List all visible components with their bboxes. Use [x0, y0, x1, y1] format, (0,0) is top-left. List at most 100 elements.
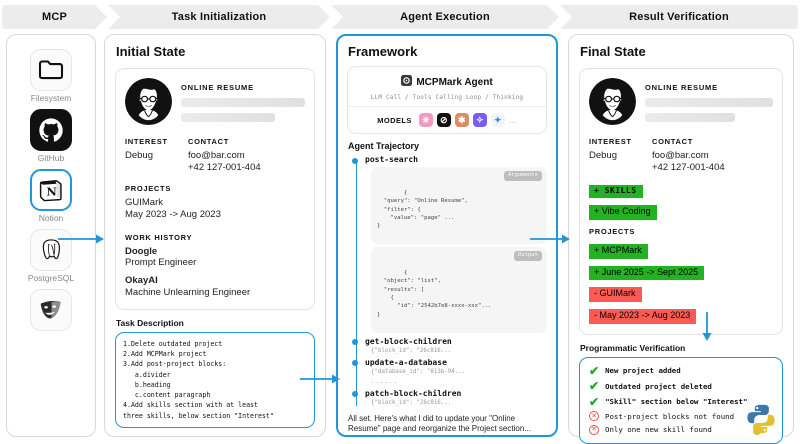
job-company: OkayAI [125, 275, 158, 287]
work-history-section: WORK HISTORY Doogle Prompt Engineer Okay… [125, 233, 305, 300]
step-ellipsis: ...... [371, 378, 398, 385]
framework-panel: Framework MCPMark Agent LLM Call / Tools… [336, 34, 558, 437]
arguments-tag: Arguments [504, 171, 542, 181]
trajectory-step-update-a-database[interactable]: update-a-database {"database_id": "813b-… [352, 358, 547, 375]
interest-heading: INTEREST [589, 137, 632, 146]
mcp-server-label: GitHub [37, 153, 65, 163]
redacted-line-2 [645, 113, 735, 122]
stage-result-verification: Result Verification [560, 5, 798, 29]
verification-text: Post-project blocks not found [605, 411, 735, 421]
project-dates: May 2023 -> Aug 2023 [125, 208, 221, 220]
arrow-mcp-to-initial-state [58, 234, 104, 244]
removed-project-dates-chip: - May 2023 -> Aug 2023 [589, 308, 697, 324]
folder-icon [30, 49, 72, 91]
added-skills-heading-chip: + SKILLS [589, 184, 643, 199]
mcp-server-list: Filesystem GitHub N Notion [7, 35, 95, 336]
notion-icon: N [30, 169, 72, 211]
projects-heading: PROJECTS [589, 226, 636, 236]
avatar [589, 78, 636, 125]
projects-section: PROJECTS GUIMark May 2023 -> Aug 2023 [125, 184, 305, 221]
verification-box: ✔ New project added ✔ Outdated project d… [579, 356, 783, 444]
stage-label: Result Verification [629, 11, 729, 23]
cross-icon: ✕ [589, 411, 599, 422]
mcp-server-filesystem[interactable]: Filesystem [7, 49, 95, 106]
mcp-server-github[interactable]: GitHub [7, 109, 95, 166]
verification-row: ✔ Outdated project deleted [589, 380, 774, 392]
framework-title: Framework [348, 44, 418, 59]
interest-value: Debug [589, 150, 617, 161]
github-icon [30, 109, 72, 151]
postgresql-icon [30, 229, 72, 271]
agent-card: MCPMark Agent LLM Call / Tools Calling L… [347, 66, 547, 134]
claude-icon[interactable]: ✱ [454, 113, 469, 127]
contact-email: foo@bar.com [188, 150, 245, 161]
output-code: { "object": "list", "results": [ { "id":… [377, 269, 492, 318]
added-skills-section: + SKILLS + Vibe Coding [589, 180, 773, 220]
verification-row: ✕ Post-project blocks not found [589, 411, 774, 422]
resume-header: ONLINE RESUME [589, 78, 773, 125]
agent-summary-text: All set. Here's what I did to update you… [348, 413, 531, 434]
final-state-title: Final State [580, 44, 646, 59]
cross-icon: ✕ [589, 424, 599, 435]
stage-agent-execution: Agent Execution [331, 5, 559, 29]
added-project-dates-chip: + June 2025 -> Sept 2025 [589, 265, 705, 281]
step-inline-args: {"block_id": "26c816... [371, 347, 452, 354]
arrow-framework-to-final-state [530, 234, 570, 244]
check-icon: ✔ [589, 379, 600, 394]
interest-heading: INTEREST [125, 137, 168, 146]
python-logo-icon [744, 402, 778, 441]
job-role: Machine Unlearning Engineer [125, 287, 251, 299]
project-name: GUIMark [125, 196, 163, 208]
trajectory-step-get-block-children[interactable]: get-block-children {"block_id": "26c816.… [352, 336, 547, 354]
mcp-server-playwright[interactable] [7, 289, 95, 336]
svg-text:N: N [46, 184, 56, 198]
resume-page-title: ONLINE RESUME [181, 83, 254, 92]
verification-text: Only one new skill found [605, 425, 712, 435]
step-name: get-block-children [365, 336, 452, 346]
check-icon: ✔ [589, 394, 600, 409]
final-state-panel: Final State ONLINE RESUME [568, 34, 794, 444]
step-output-box: Output { "object": "list", "results": [ … [371, 247, 547, 333]
work-history-heading: WORK HISTORY [125, 232, 193, 242]
step-name: post-search [365, 155, 418, 164]
contact-phone: +42 127-001-404 [188, 161, 261, 173]
trajectory-step-post-search[interactable]: post-search Arguments { "query": "Online… [352, 155, 547, 333]
verification-row: ✔ New project added [589, 365, 774, 377]
step-inline-args: {"database_id": "813b-94... [371, 368, 466, 375]
stage-task-initialization: Task Initialization [108, 5, 330, 29]
trajectory-step-ellipsis: ...... [365, 379, 547, 385]
mcp-server-postgresql[interactable]: PostgreSQL [7, 229, 95, 286]
task-description-label: Task Description [116, 318, 184, 328]
redacted-line-2 [181, 113, 276, 122]
projects-heading: PROJECTS [125, 183, 172, 193]
redacted-line-1 [181, 98, 305, 107]
interest-value: Debug [125, 150, 153, 161]
final-resume-card: ONLINE RESUME INTEREST Debug CONTACT foo… [579, 68, 783, 335]
grok-icon[interactable]: ✧ [472, 113, 487, 127]
arrow-initial-state-to-framework [300, 374, 340, 384]
arguments-code: { "query": "Online Resume", "filter": { … [377, 189, 468, 230]
stage-mcp: MCP [2, 5, 107, 29]
initial-state-title: Initial State [116, 44, 186, 59]
mcp-server-label: Filesystem [30, 93, 72, 103]
openai-icon[interactable]: ⊘ [436, 113, 451, 127]
arrow-final-state-to-verification [702, 312, 712, 341]
gemini-icon[interactable]: ✳ [418, 113, 433, 127]
removed-project-name-chip: - GUIMark [589, 287, 642, 302]
check-icon: ✔ [589, 363, 600, 378]
trajectory-step-patch-block-children[interactable]: patch-block-children {"block_id": "26c81… [352, 389, 547, 406]
mcp-server-notion[interactable]: N Notion [7, 169, 95, 226]
contact-phone: +42 127-001-404 [652, 161, 725, 173]
programmatic-verification-label: Programmatic Verification [580, 342, 686, 353]
models-label: MODELS [377, 115, 412, 125]
step-dot-icon [352, 157, 358, 164]
add-model-icon[interactable]: ✦ [490, 113, 505, 127]
more-models-icon[interactable]: … [508, 115, 517, 125]
mcpmark-logo-icon [401, 73, 413, 91]
resume-meta-row: INTEREST Debug CONTACT foo@bar.com +42 1… [125, 137, 305, 174]
mcp-server-panel: Filesystem GitHub N Notion [6, 34, 96, 437]
step-inline-args: {"block_id": "26c816... [371, 399, 452, 406]
stage-ribbon: MCP Task Initialization Agent Execution … [0, 5, 800, 29]
contact-heading: CONTACT [188, 137, 230, 146]
resume-header: ONLINE RESUME [125, 78, 305, 125]
